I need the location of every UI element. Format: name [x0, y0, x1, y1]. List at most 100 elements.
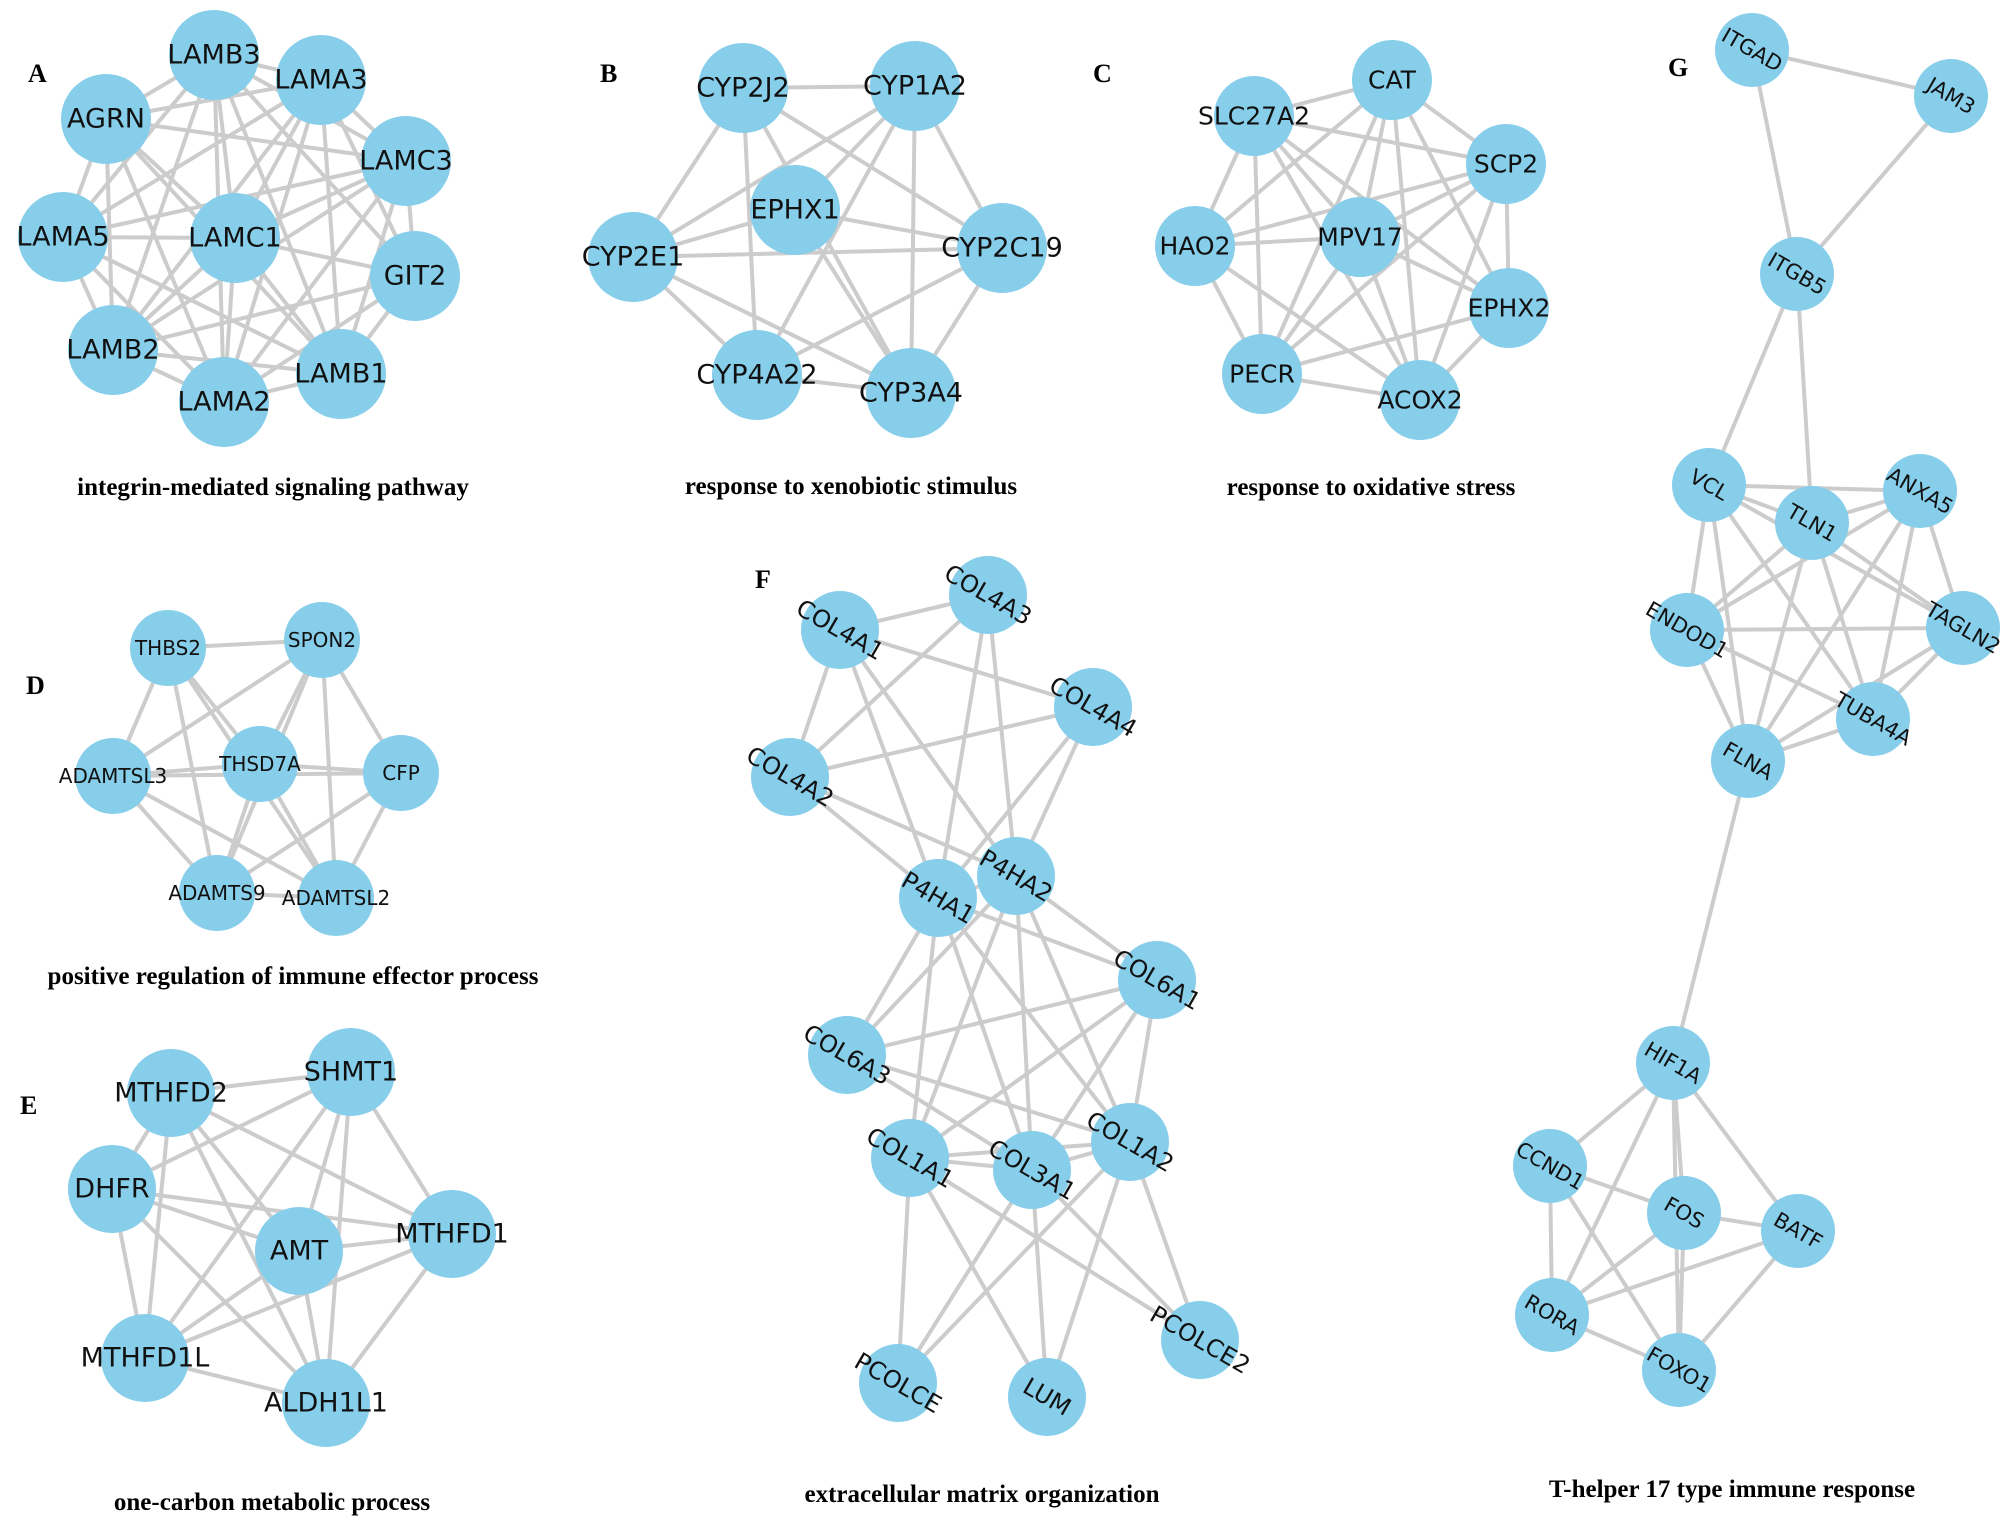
- node-cat: CAT: [1352, 40, 1432, 120]
- edge-f-p4ha1-col1a1: [908, 897, 940, 1159]
- node-dhfr: DHFR: [68, 1145, 156, 1233]
- node-lamb1: LAMB1: [294, 329, 388, 419]
- node-label-pecr: PECR: [1229, 360, 1295, 389]
- node-circle-itgb5: [1760, 237, 1834, 311]
- edge-g-itgb5-vcl: [1707, 273, 1799, 486]
- node-circle-flna: [1711, 724, 1785, 798]
- edge-f-col1a2-pcolce: [896, 1140, 1132, 1385]
- node-circle-acox2: [1380, 360, 1460, 440]
- node-label-amt: AMT: [270, 1236, 329, 1267]
- node-circle-col1a2: [1091, 1103, 1169, 1181]
- edge-e-mthfd2-mthfd1l: [143, 1092, 173, 1359]
- edge-g-jam3-itgb5: [1795, 94, 1953, 276]
- edge-g-itgb5-tln1: [1795, 273, 1814, 524]
- node-label-aldh1l1: ALDH1L1: [264, 1388, 388, 1419]
- node-mpv17: MPV17: [1317, 197, 1403, 277]
- node-circle-cat: [1352, 40, 1432, 120]
- node-p4ha1: P4HA1: [897, 859, 979, 937]
- node-circle-rora: [1515, 1278, 1589, 1352]
- node-circle-ephx1: [750, 165, 840, 255]
- node-label-lamc3: LAMC3: [359, 146, 452, 177]
- edge-b-cyp1a2-cyp3a4: [909, 85, 917, 394]
- node-circle-batf: [1761, 1194, 1835, 1268]
- edge-c-cat-ephx2: [1390, 79, 1511, 309]
- node-circle-cyp2e1: [588, 212, 678, 302]
- node-label-lamb3: LAMB3: [167, 40, 260, 71]
- node-adamtsl3: ADAMTSL3: [59, 738, 167, 814]
- node-label-mpv17: MPV17: [1317, 223, 1403, 252]
- edge-f-p4ha2-col6a3: [845, 874, 1018, 1057]
- node-circle-col4a3: [949, 556, 1027, 634]
- node-lama2: LAMA2: [177, 357, 271, 447]
- node-label-hao2: HAO2: [1159, 232, 1230, 261]
- node-batf: BATF: [1761, 1194, 1835, 1268]
- node-label-dhfr: DHFR: [74, 1174, 149, 1205]
- node-circle-lamb3: [169, 10, 259, 100]
- node-vcl: VCL: [1672, 448, 1746, 522]
- edge-a-lama3-lama5: [61, 78, 323, 239]
- node-circle-pcolce: [859, 1344, 937, 1422]
- node-label-mthfd1l: MTHFD1L: [81, 1343, 210, 1374]
- node-pecr: PECR: [1222, 334, 1302, 414]
- edge-a-lamb3-lamb1: [212, 54, 343, 375]
- edge-e-dhfr-aldh1l1: [110, 1187, 328, 1405]
- node-circle-scp2: [1466, 124, 1546, 204]
- edge-f-col6a1-col1a1: [908, 978, 1159, 1160]
- node-circle-cfp: [363, 735, 439, 811]
- node-slc27a2: SLC27A2: [1198, 76, 1310, 156]
- node-circle-ephx2: [1469, 268, 1549, 348]
- node-itgb5: ITGB5: [1760, 237, 1834, 311]
- node-fos: FOS: [1647, 1176, 1721, 1250]
- node-lamb3: LAMB3: [167, 10, 261, 100]
- edge-c-cat-acox2: [1390, 79, 1422, 401]
- node-ccnd1: CCND1: [1512, 1129, 1588, 1203]
- caption-c: response to oxidative stress: [1227, 474, 1516, 501]
- node-circle-cyp3a4: [866, 348, 956, 438]
- node-lum: LUM: [1008, 1358, 1086, 1436]
- node-circle-mthfd1l: [101, 1314, 189, 1402]
- node-circle-adamtsl3: [75, 738, 151, 814]
- caption-d: positive regulation of immune effector p…: [48, 963, 539, 990]
- edge-c-hao2-acox2: [1193, 244, 1422, 402]
- node-cfp: CFP: [363, 735, 439, 811]
- node-label-mthfd1: MTHFD1: [395, 1219, 509, 1250]
- node-circle-cyp2c19: [957, 203, 1047, 293]
- edge-f-p4ha2-col3a1: [1014, 875, 1034, 1171]
- edge-e-shmt1-mthfd1l: [143, 1070, 353, 1360]
- node-circle-hao2: [1155, 206, 1235, 286]
- node-circle-tln1: [1775, 486, 1849, 560]
- edge-c-ephx2-pecr: [1261, 306, 1510, 376]
- edge-c-slc27a2-pecr: [1252, 115, 1264, 375]
- node-label-cyp3a4: CYP3A4: [859, 378, 963, 409]
- node-label-thbs2: THBS2: [134, 636, 201, 660]
- edge-g-endod1-tagln2: [1686, 626, 1964, 632]
- node-acox2: ACOX2: [1377, 360, 1463, 440]
- edge-f-p4ha1-col1a2: [936, 896, 1132, 1144]
- node-circle-fos: [1647, 1176, 1721, 1250]
- edge-b-cyp2e1-cyp3a4: [632, 255, 912, 395]
- edge-e-mthfd2-mthfd1: [170, 1091, 453, 1236]
- panel-letter-g: G: [1668, 53, 1688, 82]
- edge-f-col4a2-p4ha2: [789, 775, 1017, 878]
- node-circle-col6a1: [1118, 941, 1196, 1019]
- node-mthfd2: MTHFD2: [114, 1049, 228, 1137]
- labels-layer: A B C G D E F integrin-mediated signalin…: [20, 53, 1915, 1516]
- node-circle-lama5: [18, 192, 108, 282]
- edge-f-p4ha2-col1a1: [908, 875, 1018, 1159]
- node-label-lama3: LAMA3: [274, 65, 367, 96]
- node-label-cyp2c19: CYP2C19: [941, 233, 1063, 264]
- edge-b-cyp2j2-cyp2c19: [741, 86, 1004, 250]
- edge-a-lamc3-lama2: [222, 159, 408, 404]
- node-circle-mpv17: [1320, 197, 1400, 277]
- node-scp2: SCP2: [1466, 124, 1546, 204]
- edge-b-cyp2c19-cyp4a22: [756, 246, 1003, 377]
- edge-f-col1a1-lum: [908, 1157, 1049, 1398]
- node-shmt1: SHMT1: [304, 1028, 398, 1116]
- edge-e-mthfd2-aldh1l1: [169, 1092, 328, 1404]
- node-lamb2: LAMB2: [66, 305, 160, 395]
- edge-d-spon2-adamtsl3: [111, 638, 324, 778]
- node-circle-agrn: [61, 74, 151, 164]
- panel-letter-c: C: [1093, 59, 1112, 88]
